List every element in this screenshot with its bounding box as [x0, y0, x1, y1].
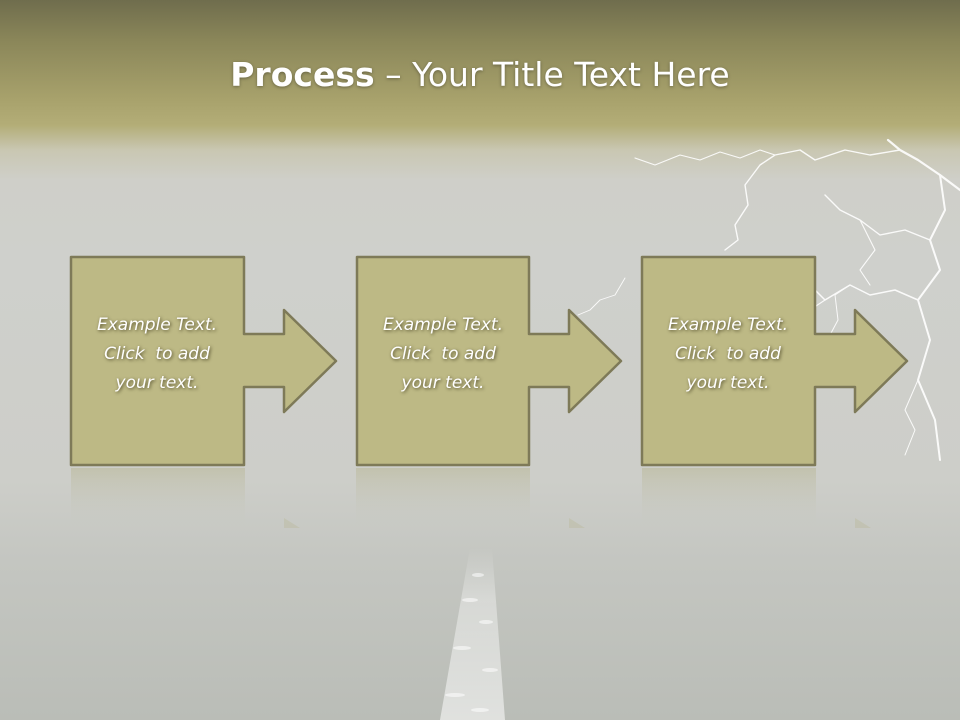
process-step-1-text[interactable]: Example Text. Click to add your text.: [71, 311, 243, 398]
water-sparkle-path: [440, 548, 505, 720]
process-step-3-text[interactable]: Example Text. Click to add your text.: [642, 311, 814, 398]
title-bold: Process: [230, 55, 375, 94]
lightning-icon: [577, 138, 960, 461]
step-1-line-3: your text.: [115, 373, 199, 393]
step-2-line-1: Example Text.: [382, 315, 504, 335]
step-3-line-1: Example Text.: [667, 315, 789, 335]
title-rest: Your Title Text Here: [412, 55, 730, 94]
process-step-2-shape[interactable]: [355, 255, 623, 467]
step-3-line-2: Click to add: [675, 344, 781, 364]
process-step-1-shape[interactable]: [69, 255, 338, 467]
step-2-line-3: your text.: [401, 373, 485, 393]
step-1-line-1: Example Text.: [96, 315, 218, 335]
box-reflections: [71, 468, 871, 528]
title-dash: –: [374, 55, 413, 94]
step-2-line-2: Click to add: [390, 344, 496, 364]
step-3-line-3: your text.: [686, 373, 770, 393]
process-step-2-text[interactable]: Example Text. Click to add your text.: [357, 311, 529, 398]
water-sparkles: [445, 573, 498, 712]
slide-title[interactable]: Process – Your Title Text Here: [0, 50, 960, 100]
step-1-line-2: Click to add: [104, 344, 210, 364]
process-step-3-shape[interactable]: [640, 255, 909, 467]
